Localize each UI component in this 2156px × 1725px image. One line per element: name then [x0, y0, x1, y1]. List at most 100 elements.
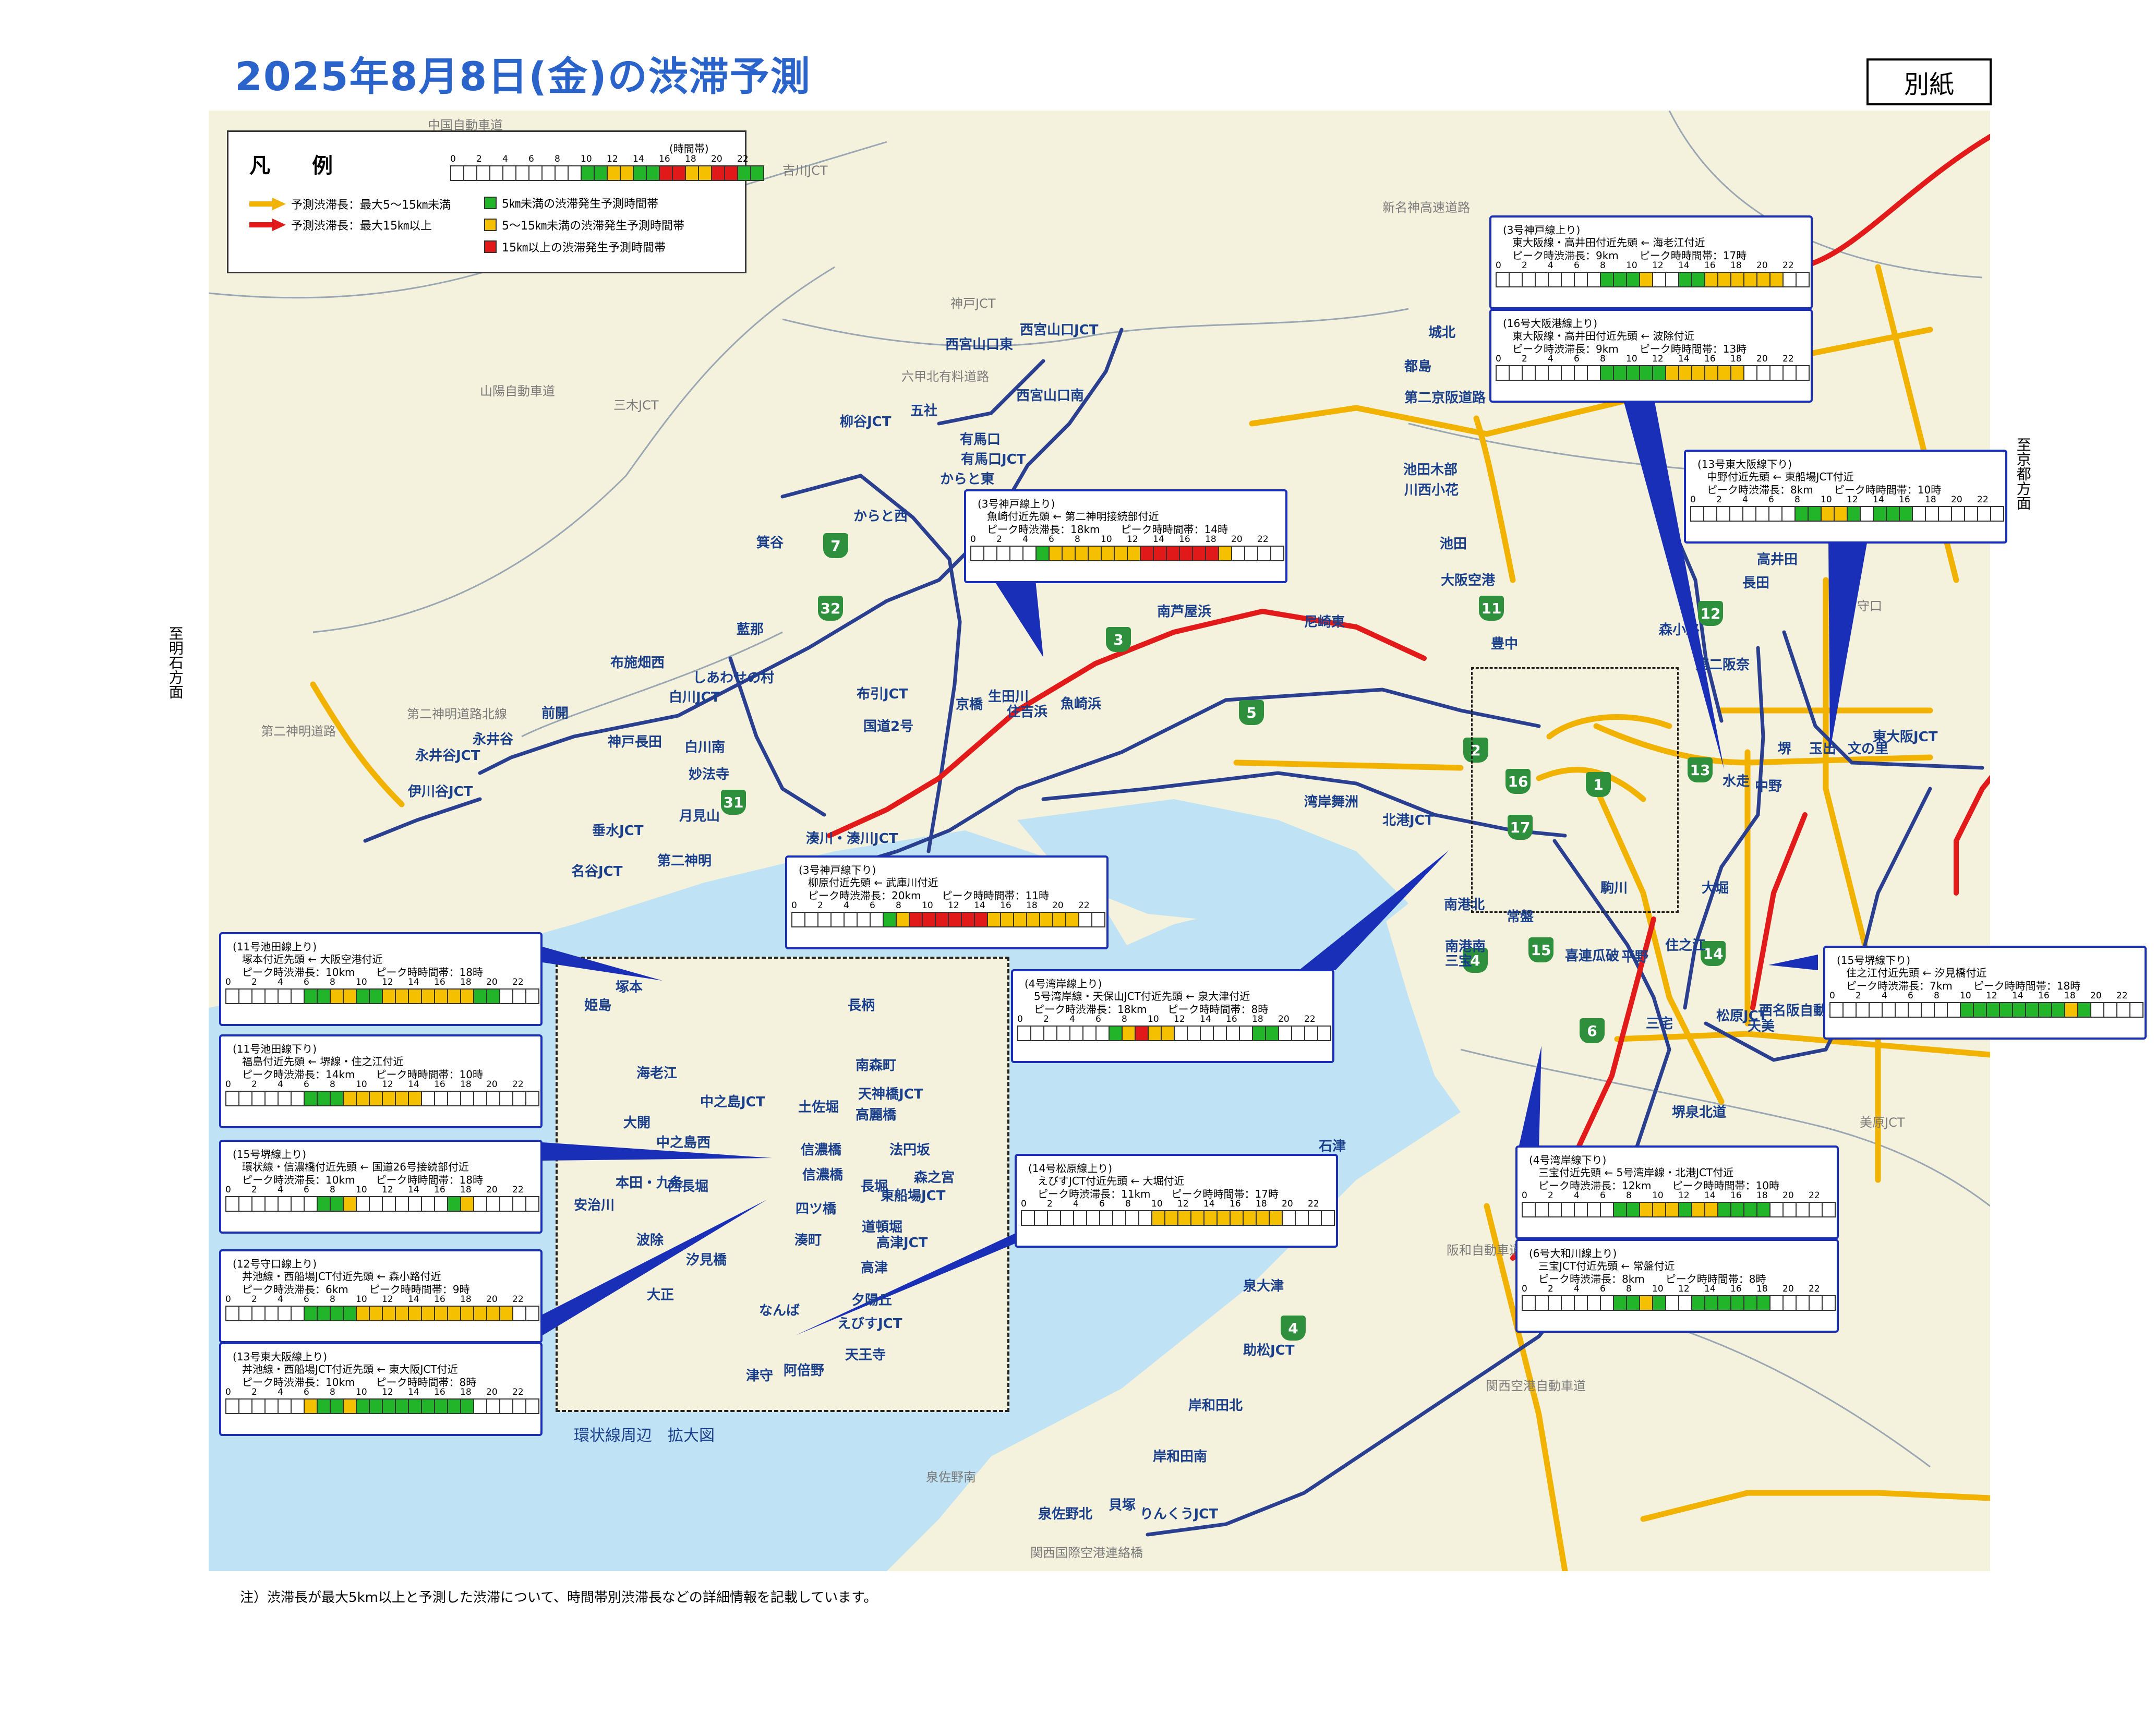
zoom-caption: 環状線周辺 拡大図: [574, 1427, 715, 1445]
hour-spacer: [499, 1185, 512, 1196]
hour-spacer: [1613, 1190, 1626, 1202]
zoom-label: 高津JCT: [876, 1235, 928, 1251]
callout-osakako16-up[interactable]: (16号大阪港線上り) 東大阪線・高井田付近先頭 ← 波除付近 ピーク時渋滞長：…: [1489, 309, 1813, 403]
map-label: 西宮山口南: [1016, 388, 1085, 404]
map-label: 魚崎浜: [1061, 696, 1102, 712]
zoom-label: 長堀: [861, 1179, 888, 1195]
hour-tick: 16: [434, 1185, 445, 1195]
hour-spacer: [1665, 354, 1678, 365]
hour-spacer: [1187, 1014, 1200, 1026]
hour-cell: [1830, 1003, 1844, 1017]
hour-cell: [647, 166, 660, 180]
map-label: 前開: [541, 706, 569, 721]
hour-cell: [1110, 1027, 1123, 1040]
hour-cell: [1152, 1211, 1165, 1225]
map-label: 住之江: [1665, 938, 1706, 954]
callout-moriguchi12-up[interactable]: (12号守口線上り) 丼池線・西船場JCT付近先頭 ← 森小路付近 ピーク時渋滞…: [219, 1249, 543, 1343]
hour-cell: [526, 1307, 538, 1320]
hour-spacer: [1561, 260, 1574, 272]
hour-tick: 10: [922, 900, 933, 911]
hour-cell: [725, 166, 738, 180]
hour-cell: [1705, 1296, 1718, 1310]
map-label: 川西小花: [1404, 482, 1459, 498]
callout-wangan4-up[interactable]: (4号湾岸線上り) 5号湾岸線・天保山JCT付近先頭 ← 泉大津付近 ピーク時渋…: [1011, 969, 1334, 1063]
hour-tick: 0: [225, 1387, 231, 1397]
map-label: 池田: [1440, 536, 1467, 552]
route-shield-17: 17: [1508, 815, 1533, 840]
hour-cell: [1097, 1027, 1110, 1040]
map-label: 中野: [1755, 779, 1782, 794]
hour-spacer: [421, 1294, 434, 1306]
hour-cell: [1154, 547, 1167, 560]
hour-spacer: [1009, 534, 1022, 546]
hour-cell: [1044, 1027, 1057, 1040]
callout-matsubara14-up[interactable]: (14号松原線上り) えびすJCT付近先頭 ← 大堀付近 ピーク時渋滞長：11k…: [1015, 1154, 1338, 1248]
hour-cell: [279, 1307, 292, 1320]
hour-cell: [1549, 1296, 1562, 1310]
map-label: 国道2号: [863, 719, 914, 734]
hour-spacer: [395, 1079, 408, 1091]
hour-tick: 20: [1756, 260, 1768, 271]
hour-cell: [252, 1400, 266, 1413]
hour-spacer: [447, 977, 460, 988]
callout-sakai15-up[interactable]: (15号堺線上り) 環状線・信濃橋付近先頭 ← 国道26号接続部付近 ピーク時渋…: [219, 1140, 543, 1234]
timeline-cells: [791, 912, 1105, 927]
hour-spacer: [1842, 991, 1856, 1002]
hour-spacer: [2025, 991, 2038, 1002]
callout-section: 環状線・信濃橋付近先頭 ← 国道26号接続部付近: [242, 1161, 469, 1173]
hour-cell: [1087, 1211, 1100, 1225]
map-label: しあわせの村: [693, 670, 775, 686]
hour-cell: [1692, 366, 1705, 380]
callout-higashiosaka13-down[interactable]: (13号東大阪線下り) 中野付近先頭 ← 東船場JCT付近 ピーク時渋滞長：8k…: [1684, 450, 2007, 544]
callout-kobe3-up-2[interactable]: (3号神戸線上り) 魚崎付近先頭 ← 第二神明接続部付近 ピーク時渋滞長：18k…: [964, 489, 1287, 583]
hour-tick: 4: [278, 1079, 283, 1090]
hour-cell: [1575, 366, 1588, 380]
hour-tick: 14: [974, 900, 985, 911]
hour-cell: [370, 990, 383, 1003]
callout-peak: ピーク時渋滞長：9km ピーク時時間帯：17時: [1512, 249, 1747, 262]
hour-cell: [1679, 273, 1692, 286]
hour-tick: 18: [2064, 991, 2076, 1001]
legend-label: 5㎞未満の渋滞発生予測時間帯: [502, 198, 658, 211]
hour-spacer: [1921, 991, 1934, 1002]
hour-tick: 10: [1960, 991, 1971, 1001]
hour-cell: [543, 166, 556, 180]
route-shield-16: 16: [1505, 769, 1531, 794]
hour-tick: 16: [1000, 900, 1011, 911]
callout-section: 塚本付近先頭 ← 大阪空港付近: [242, 953, 383, 966]
callout-wangan4-down[interactable]: (4号湾岸線下り) 三宝付近先頭 ← 5号湾岸線・北港JCT付近 ピーク時渋滞長…: [1515, 1145, 1839, 1239]
hour-cell: [2013, 1003, 2026, 1017]
callout-sakai15-down[interactable]: (15号堺線下り) 住之江付近先頭 ← 汐見橋付近 ピーク時渋滞長：7km ピー…: [1823, 946, 2147, 1040]
hour-cell: [1575, 1203, 1588, 1216]
hour-tick: 0: [1690, 494, 1696, 505]
callout-yamatogawa6-up[interactable]: (6号大和川線上り) 三宝JCT付近先頭 ← 常盤付近 ピーク時渋滞長：8km …: [1515, 1239, 1839, 1333]
map-label: りんくうJCT: [1140, 1506, 1218, 1522]
hour-tick: 14: [408, 1294, 419, 1305]
hour-cell: [1784, 1203, 1797, 1216]
hour-cell: [1588, 366, 1601, 380]
hour-tick: 22: [2116, 991, 2128, 1001]
hour-cell: [1717, 507, 1730, 521]
hour-tick: 12: [382, 1294, 393, 1305]
timeline-cells: [225, 1398, 539, 1414]
hour-cell: [526, 1092, 538, 1105]
callout-kobe3-up[interactable]: (3号神戸線上り) 東大阪線・高井田付近先頭 ← 海老江付近 ピーク時渋滞長：9…: [1489, 215, 1813, 309]
timeline-cells: [1829, 1002, 2143, 1018]
hour-spacer: [291, 1079, 304, 1091]
hour-cell: [1883, 1003, 1896, 1017]
zoom-inset[interactable]: [556, 957, 1009, 1412]
map-label: 泉佐野南: [926, 1470, 976, 1485]
hour-cell: [1666, 273, 1679, 286]
hour-cell: [1666, 1296, 1679, 1310]
hour-cell: [383, 990, 396, 1003]
hour-spacer: [1717, 354, 1730, 365]
callout-higashiosaka13-up[interactable]: (13号東大阪線上り) 丼池線・西船場JCT付近先頭 ← 東大阪JCT付近 ピー…: [219, 1342, 543, 1436]
callout-ikeda11-up[interactable]: (11号池田線上り) 塚本付近先頭 ← 大阪空港付近 ピーク時渋滞長：10km …: [219, 932, 543, 1026]
hour-cell: [2078, 1003, 2091, 1017]
callout-ikeda11-down[interactable]: (11号池田線下り) 福島付近先頭 ← 堺線・住之江付近 ピーク時渋滞長：14k…: [219, 1034, 543, 1128]
callout-kobe3-down[interactable]: (3号神戸線下り) 柳原付近先頭 ← 武庫川付近 ピーク時渋滞長：20km ピー…: [785, 855, 1109, 949]
map-label: 常盤: [1507, 909, 1534, 925]
